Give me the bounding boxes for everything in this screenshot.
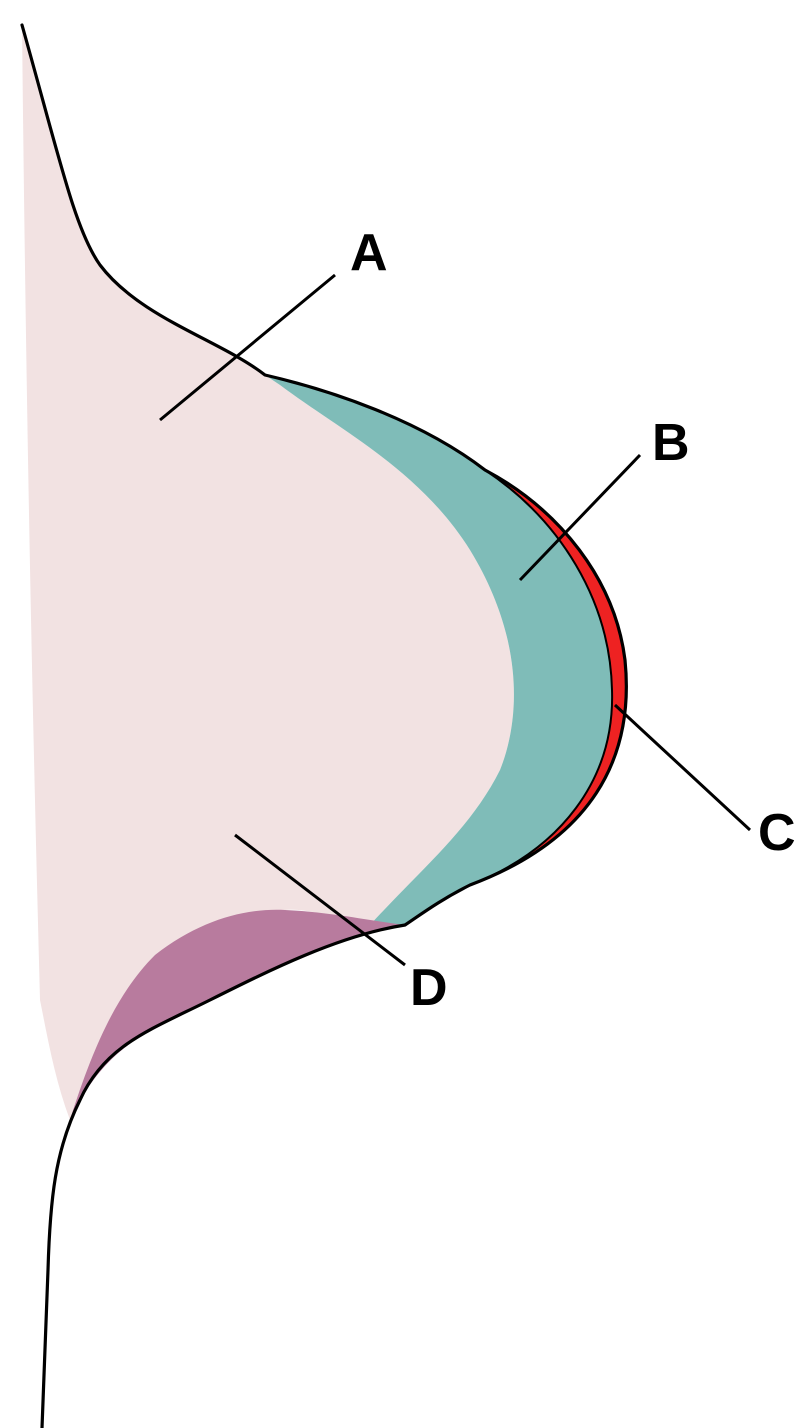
leader-line-b	[518, 453, 642, 582]
label-c: C	[758, 804, 796, 862]
label-d: D	[410, 959, 448, 1017]
label-b: B	[652, 414, 690, 472]
leader-line-c	[613, 703, 752, 832]
leader-line-a	[159, 273, 336, 422]
leader-line-d	[234, 833, 406, 967]
region-a	[22, 25, 514, 1120]
region-b	[265, 375, 613, 925]
inner-boundary	[469, 469, 614, 886]
region-d	[70, 909, 405, 1120]
outer-contour	[20, 23, 628, 1428]
label-a: A	[350, 224, 388, 282]
region-c	[470, 470, 627, 885]
